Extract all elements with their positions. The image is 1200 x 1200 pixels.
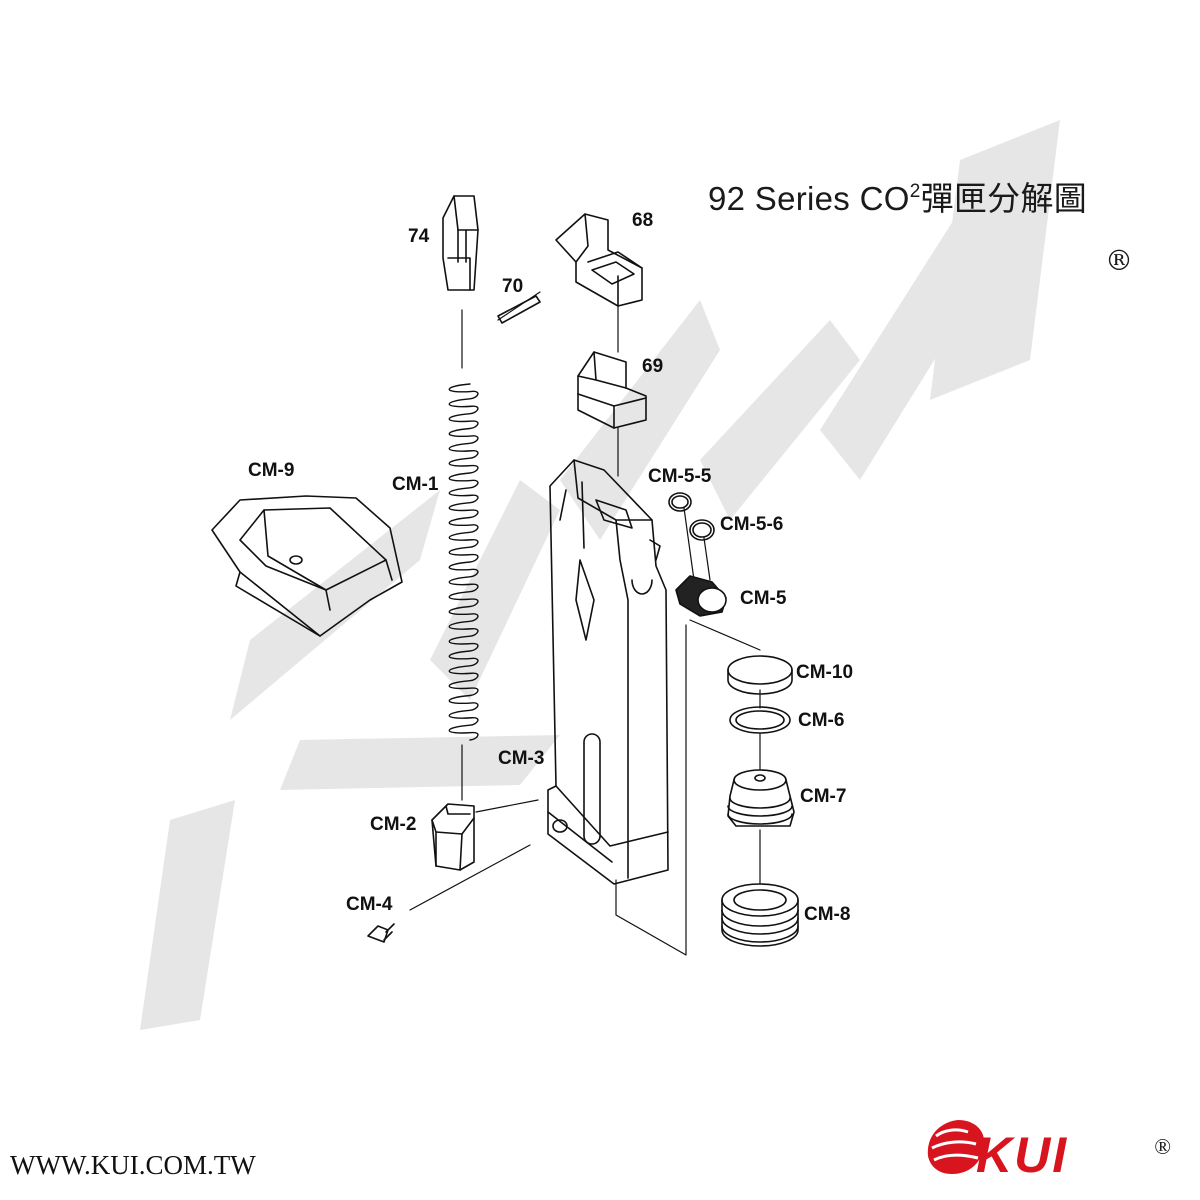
- pin-part-70: [497, 295, 541, 324]
- label-cm-7: CM-7: [800, 786, 847, 807]
- leader-lines: [409, 291, 761, 956]
- label-74: 74: [408, 226, 430, 247]
- follower-part-74: [442, 195, 479, 291]
- label-69: 69: [642, 356, 664, 377]
- page-title: 92 Series CO2彈匣分解圖: [708, 180, 1088, 217]
- label-cm-10: CM-10: [796, 662, 854, 683]
- label-cm-6: CM-6: [798, 710, 845, 731]
- nut-part-cm-8: [721, 883, 799, 947]
- feed-lip-part-68: [555, 213, 643, 307]
- brand-registered-mark: ®: [1154, 1134, 1171, 1159]
- label-cm-2: CM-2: [370, 814, 417, 835]
- disc-part-cm-10: [727, 655, 793, 695]
- label-cm-8: CM-8: [804, 904, 851, 925]
- o-ring-part-cm-5-5: [668, 492, 692, 512]
- label-68: 68: [632, 210, 654, 231]
- lock-part-cm-2: [431, 803, 475, 871]
- screw-part-cm-4: [367, 923, 395, 943]
- ring-part-cm-6: [729, 706, 791, 734]
- spring-part-cm-1: [448, 383, 479, 741]
- label-cm-1: CM-1: [392, 474, 439, 495]
- brand-name: KUI: [976, 1127, 1069, 1183]
- base-plate-part-cm-9: [211, 495, 403, 637]
- label-cm-5-5: CM-5-5: [648, 466, 712, 487]
- magazine-body-part-cm-3: [547, 459, 669, 885]
- registered-mark: ®: [1105, 244, 1133, 277]
- o-ring-part-cm-5-6: [689, 519, 715, 541]
- kui-watermark: [140, 120, 1060, 1030]
- label-cm-5: CM-5: [740, 588, 787, 609]
- plug-part-cm-7: [727, 769, 795, 827]
- label-cm-4: CM-4: [346, 894, 393, 915]
- label-70: 70: [502, 276, 524, 297]
- valve-part-cm-5: [675, 575, 727, 617]
- label-cm-9: CM-9: [248, 460, 295, 481]
- label-cm-3: CM-3: [498, 748, 545, 769]
- website-url: WWW.KUI.COM.TW: [10, 1150, 256, 1180]
- label-cm-5-6: CM-5-6: [720, 514, 784, 535]
- lion-head-logo-icon: [927, 1120, 985, 1174]
- gasket-part-69: [577, 351, 647, 429]
- brand-logo: KUI ®: [918, 1112, 1180, 1192]
